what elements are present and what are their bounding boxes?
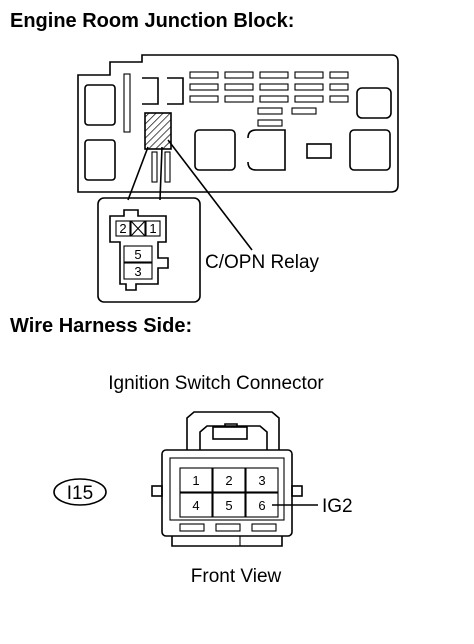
relay-pin-label: 3 — [134, 264, 141, 279]
front-view-label: Front View — [191, 566, 282, 587]
copn-relay-location — [144, 112, 172, 150]
detail-leader-line — [159, 146, 163, 201]
copn-relay-label: C/OPN Relay — [205, 252, 320, 273]
connector-pin-label: 5 — [225, 498, 232, 513]
relay-pin-label: 1 — [149, 221, 156, 236]
ignition-switch-connector: 1 2 3 4 5 6 — [151, 411, 303, 547]
connector-pin-label: 4 — [192, 498, 199, 513]
junction-block — [77, 54, 399, 193]
relay-detail: 2 1 5 3 — [97, 197, 201, 303]
connector-pin-label: 2 — [225, 473, 232, 488]
connector-code: I15 — [67, 483, 93, 504]
connector-pin-label: 1 — [192, 473, 199, 488]
junction-block-heading: Engine Room Junction Block: — [10, 10, 294, 32]
relay-pin-label: 2 — [119, 221, 126, 236]
connector-code-badge — [53, 478, 107, 506]
connector-title: Ignition Switch Connector — [108, 373, 324, 394]
ig2-label: IG2 — [322, 496, 353, 517]
connector-pin-label: 6 — [258, 498, 265, 513]
wire-harness-heading: Wire Harness Side: — [10, 315, 192, 337]
relay-pin-label: 5 — [134, 247, 141, 262]
connector-pin-label: 3 — [258, 473, 265, 488]
relay-callout-line — [167, 139, 253, 251]
detail-leader-line — [127, 146, 149, 201]
